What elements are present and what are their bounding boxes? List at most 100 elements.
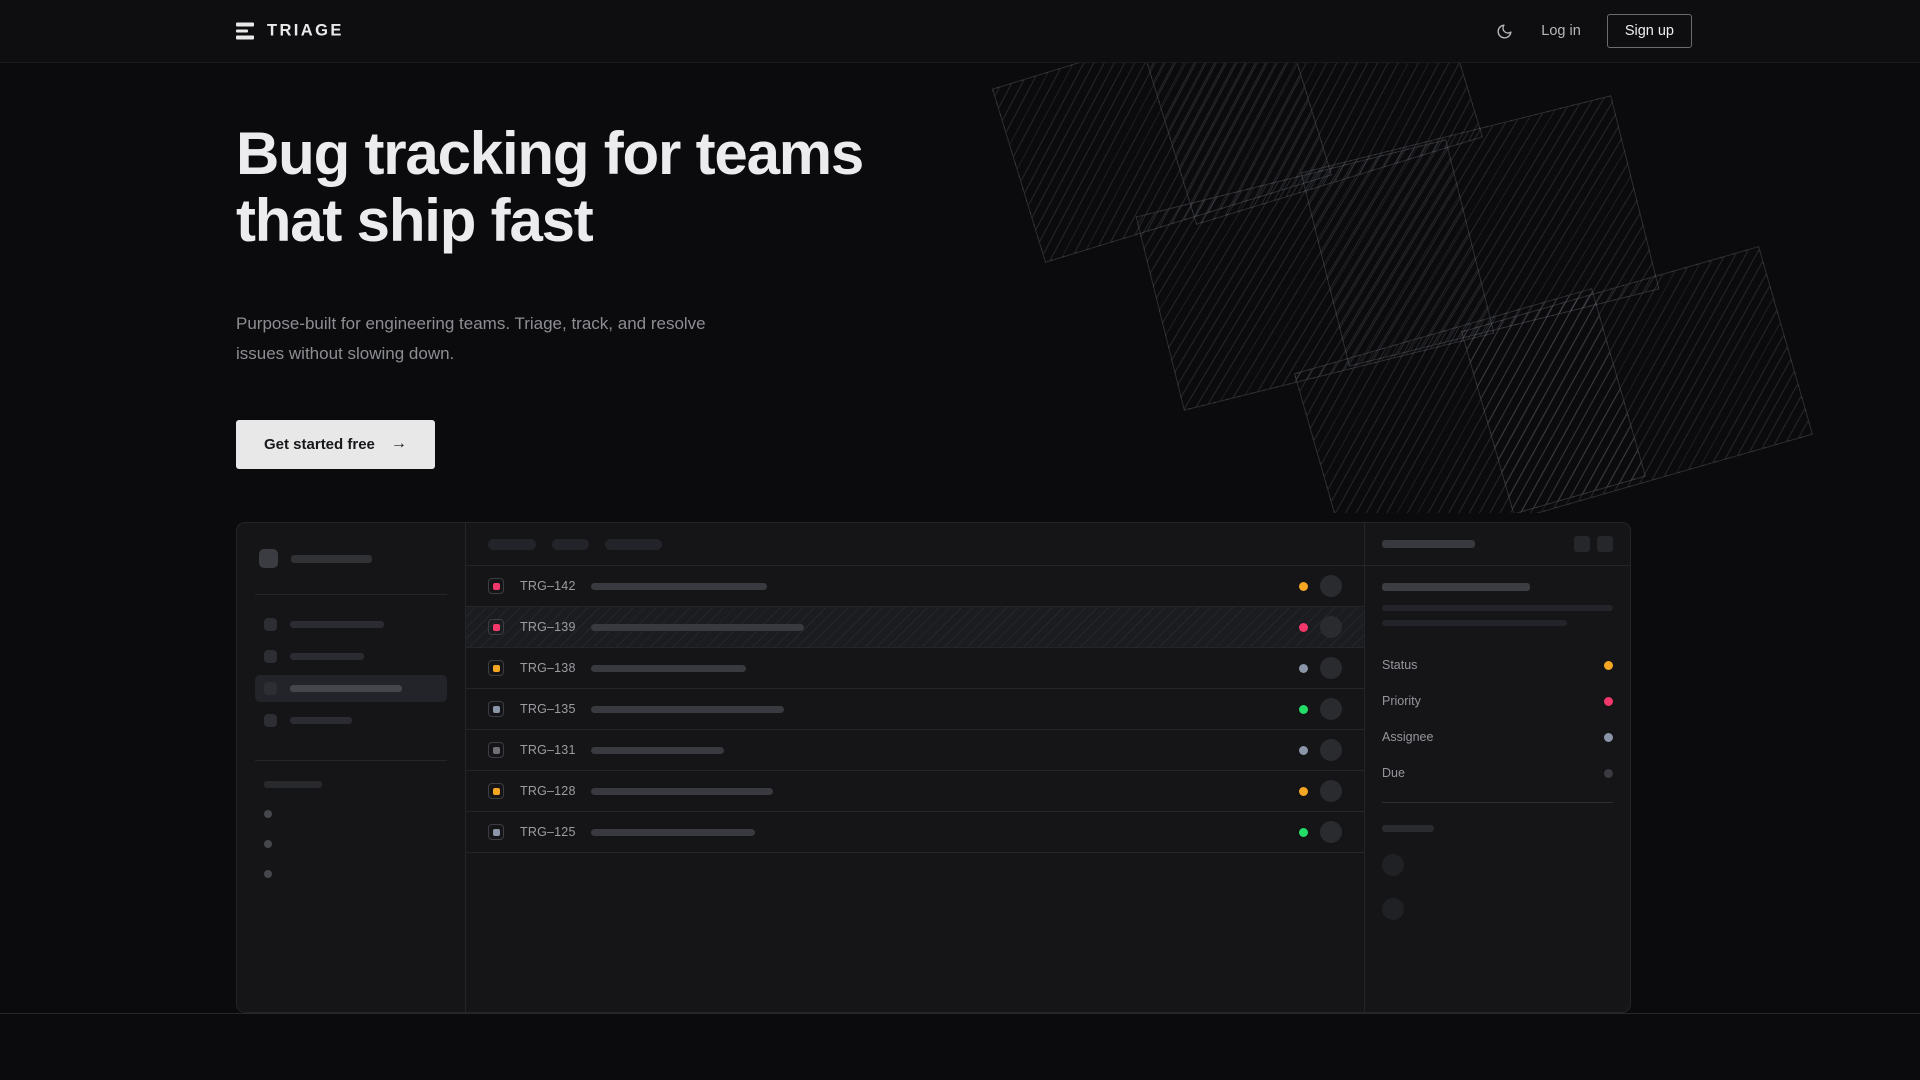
sidebar-subitem-dot[interactable] [264, 810, 272, 818]
comment-avatar [1382, 854, 1404, 876]
meta-label: Status [1382, 658, 1418, 672]
sidebar-section [255, 781, 447, 878]
sidebar-nav-item-2[interactable] [255, 643, 447, 670]
avatar [1320, 821, 1342, 843]
meta-label: Assignee [1382, 730, 1434, 744]
list-toolbar [466, 523, 1364, 566]
toolbar-chip-3[interactable] [605, 538, 662, 550]
detail-text-placeholder-2 [1382, 620, 1567, 626]
headline-line-1: Bug tracking for teams [236, 120, 864, 187]
deco-panel-2 [1142, 63, 1484, 225]
toolbar-chip-1[interactable] [488, 538, 536, 550]
meta-value-dot [1604, 696, 1613, 706]
sidebar-item-label-placeholder [290, 653, 364, 660]
deco-panel-3 [1135, 139, 1495, 411]
mockup-sidebar [237, 523, 466, 1012]
avatar [1320, 780, 1342, 802]
sidebar-subitem-dot[interactable] [264, 840, 272, 848]
ticket-row-meta [1299, 616, 1342, 638]
avatar [1320, 575, 1342, 597]
ticket-title-placeholder [591, 828, 755, 836]
signup-button[interactable]: Sign up [1606, 14, 1692, 48]
ticket-title-placeholder [591, 582, 767, 590]
status-dot [1299, 581, 1308, 591]
ticket-id: TRG–128 [520, 784, 576, 798]
detail-actions [1574, 536, 1613, 552]
detail-text-placeholder-1 [1382, 605, 1613, 611]
moon-icon[interactable] [1493, 20, 1515, 42]
detail-action-button-1[interactable] [1574, 536, 1590, 552]
sidebar-item-icon [264, 650, 277, 663]
meta-value-dot [1604, 732, 1613, 742]
ticket-row[interactable]: TRG–125 [466, 812, 1364, 853]
brand-name: TRIAGE [267, 21, 344, 40]
ticket-row[interactable]: TRG–131 [466, 730, 1364, 771]
ticket-row-meta [1299, 821, 1342, 843]
meta-row-priority[interactable]: Priority [1382, 694, 1613, 708]
avatar [1320, 616, 1342, 638]
ticket-id: TRG–131 [520, 743, 576, 757]
sidebar-subitems [255, 810, 447, 878]
headline-line-2: that ship fast [236, 187, 594, 255]
sidebar-subitem-dot[interactable] [264, 870, 272, 878]
arrow-right-icon: → [390, 435, 407, 453]
sidebar-item-label-placeholder [290, 685, 402, 692]
comments-list [1382, 854, 1613, 920]
priority-indicator [488, 824, 504, 840]
ticket-title-placeholder [591, 664, 746, 672]
status-dot [1299, 704, 1308, 714]
sidebar-item-icon [264, 682, 277, 695]
status-dot [1299, 663, 1308, 673]
detail-title-placeholder [1382, 540, 1475, 548]
priority-indicator [488, 701, 504, 717]
ticket-row[interactable]: TRG–139 [466, 607, 1364, 648]
priority-indicator [488, 619, 504, 635]
comment-avatar [1382, 898, 1404, 920]
meta-label: Priority [1382, 694, 1421, 708]
toolbar-chip-2[interactable] [552, 538, 589, 550]
sidebar-item-icon [264, 714, 277, 727]
sidebar-item-label-placeholder [290, 717, 352, 724]
ticket-row-meta [1299, 657, 1342, 679]
brand-logo[interactable]: TRIAGE [236, 22, 344, 41]
priority-indicator [488, 578, 504, 594]
sidebar-nav-item-4[interactable] [255, 707, 447, 734]
ticket-row-meta [1299, 575, 1342, 597]
meta-row-due[interactable]: Due [1382, 766, 1613, 780]
ticket-title-placeholder [591, 623, 804, 631]
login-link[interactable]: Log in [1541, 23, 1581, 39]
avatar [1320, 657, 1342, 679]
meta-row-status[interactable]: Status [1382, 658, 1613, 672]
sidebar-nav-item-3[interactable] [255, 675, 447, 702]
ticket-id: TRG–139 [520, 620, 576, 634]
mockup-brand [255, 541, 447, 568]
deco-panel-6 [1460, 246, 1814, 513]
meta-row-assignee[interactable]: Assignee [1382, 730, 1613, 744]
detail-action-button-2[interactable] [1597, 536, 1613, 552]
status-dot [1299, 745, 1308, 755]
ticket-row[interactable]: TRG–138 [466, 648, 1364, 689]
detail-divider [1382, 802, 1613, 803]
sidebar-item-label-placeholder [290, 621, 384, 628]
get-started-button[interactable]: Get started free → [236, 419, 435, 469]
mockup-nav [255, 611, 447, 734]
deco-panel-5 [1293, 288, 1647, 513]
deco-panel-1 [991, 63, 1333, 263]
sidebar-section-label [264, 781, 322, 788]
page-title: Bug tracking for teams that ship fast [236, 120, 864, 255]
ticket-row[interactable]: TRG–128 [466, 771, 1364, 812]
sidebar-divider-bottom [255, 760, 447, 761]
priority-indicator [488, 660, 504, 676]
header-actions: Log in Sign up [1493, 14, 1692, 48]
ticket-title-placeholder [591, 746, 724, 754]
mockup-brand-placeholder [291, 554, 372, 563]
detail-panel-header [1365, 523, 1630, 566]
ticket-row[interactable]: TRG–142 [466, 566, 1364, 607]
status-dot [1299, 827, 1308, 837]
hero-subheadline: Purpose-built for engineering teams. Tri… [236, 314, 706, 363]
ticket-row[interactable]: TRG–135 [466, 689, 1364, 730]
sidebar-nav-item-1[interactable] [255, 611, 447, 638]
